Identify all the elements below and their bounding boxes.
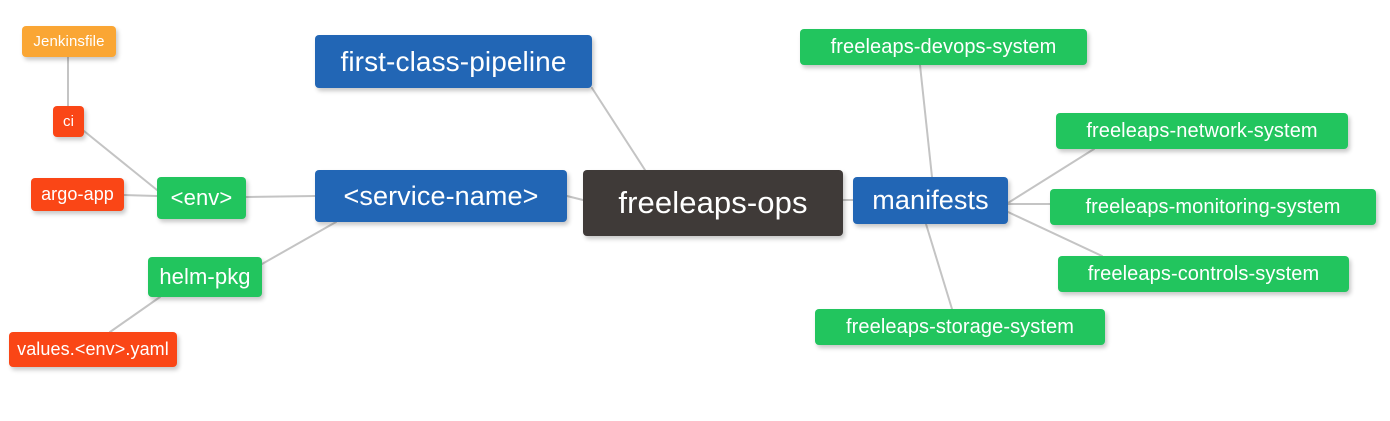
mindmap-node-freeleaps-monitoring-system[interactable]: freeleaps-monitoring-system (1050, 189, 1376, 225)
mindmap-node-freeleaps-controls-system[interactable]: freeleaps-controls-system (1058, 256, 1349, 292)
mindmap-edge (919, 64, 933, 178)
mindmap-node-env[interactable]: <env> (157, 177, 246, 219)
mindmap-node-ci[interactable]: ci (53, 106, 84, 137)
mindmap-node-freeleaps-devops-system[interactable]: freeleaps-devops-system (800, 29, 1087, 65)
mindmap-edge (261, 221, 337, 265)
mindmap-edge (566, 195, 584, 201)
mindmap-edge (925, 223, 953, 310)
mindmap-node-helm-pkg[interactable]: helm-pkg (148, 257, 262, 297)
mindmap-node-values-env-yaml[interactable]: values.<env>.yaml (9, 332, 177, 367)
mindmap-edge (591, 87, 646, 171)
mindmap-node-freeleaps-ops[interactable]: freeleaps-ops (583, 170, 843, 236)
mindmap-node-service-name[interactable]: <service-name> (315, 170, 567, 222)
mindmap-edge (109, 296, 161, 333)
mindmap-node-manifests[interactable]: manifests (853, 177, 1008, 224)
mindmap-edge (123, 194, 158, 197)
mindmap-node-jenkinsfile[interactable]: Jenkinsfile (22, 26, 116, 57)
mindmap-node-first-class-pipeline[interactable]: first-class-pipeline (315, 35, 592, 88)
mindmap-node-argo-app[interactable]: argo-app (31, 178, 124, 211)
mindmap-edge (245, 195, 316, 198)
mindmap-node-freeleaps-network-system[interactable]: freeleaps-network-system (1056, 113, 1348, 149)
mindmap-node-freeleaps-storage-system[interactable]: freeleaps-storage-system (815, 309, 1105, 345)
